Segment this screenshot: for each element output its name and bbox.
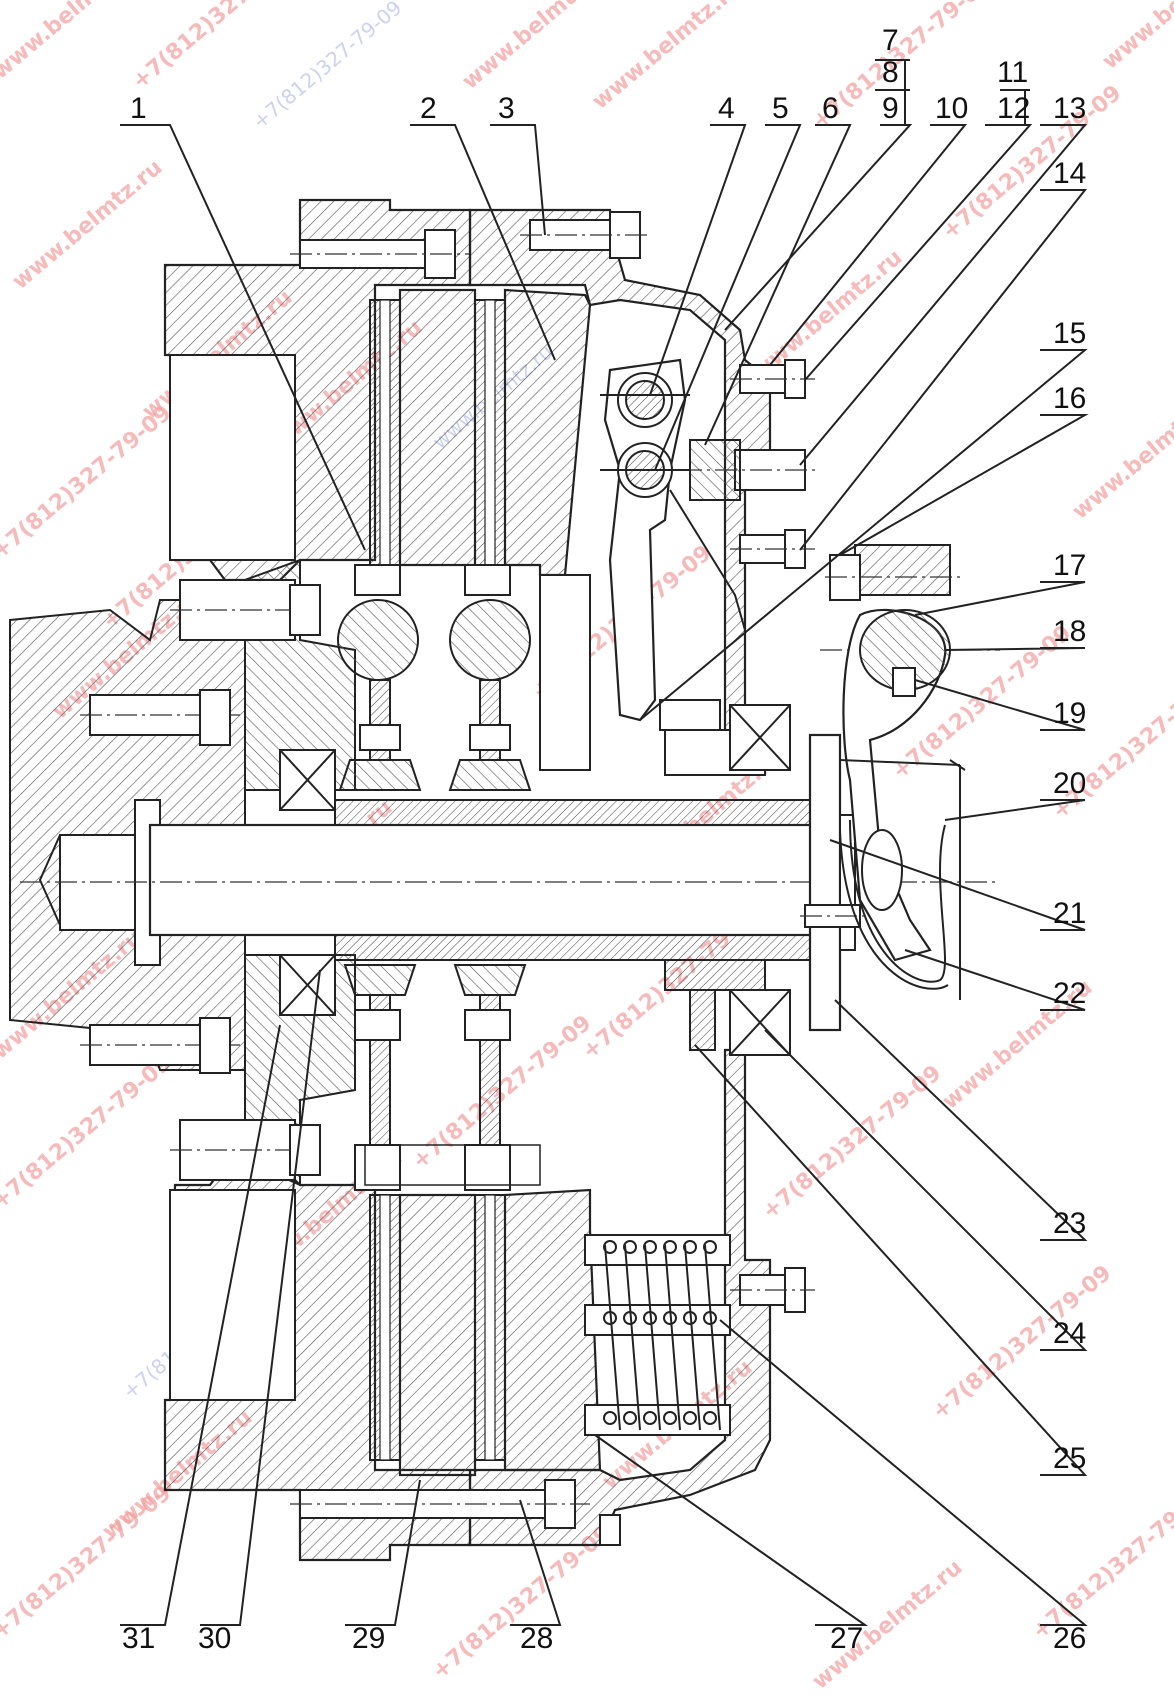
label-15: 15 (1053, 317, 1086, 350)
collar-bolt (800, 904, 870, 928)
leader-lines (120, 59, 1089, 1626)
label-10: 10 (935, 92, 968, 125)
watermark-phone: +7(812)327-79-09 (928, 1261, 1117, 1425)
label-1: 1 (130, 92, 147, 125)
bolt-upper-left (170, 579, 321, 641)
label-24: 24 (1053, 1317, 1086, 1350)
label-29: 29 (352, 1622, 385, 1655)
pilot-bearing-upper (279, 749, 336, 811)
damper-spring-1-lower (343, 964, 417, 1191)
label-9: 9 (882, 92, 899, 125)
label-17: 17 (1053, 549, 1086, 582)
label-7: 7 (882, 24, 899, 57)
pressure-springs (584, 1234, 731, 1436)
label-30: 30 (198, 1622, 231, 1655)
pressure-plate-middle-lower (398, 1193, 477, 1477)
label-28: 28 (520, 1622, 553, 1655)
cover-bolt-right-3 (730, 1267, 815, 1313)
friction-disc-2-upper (474, 299, 506, 566)
cover-bolt-top (290, 211, 650, 279)
friction-disc-2-lower (474, 1194, 506, 1461)
friction-disc-1-lower (369, 1194, 401, 1461)
pressure-plate-lower (503, 1188, 602, 1472)
pressure-plate-middle-upper (398, 288, 477, 567)
label-4: 4 (718, 92, 735, 125)
label-18: 18 (1053, 615, 1086, 648)
label-12: 12 (997, 92, 1030, 125)
input-shaft (148, 823, 817, 937)
watermark-phone: +7(812)327-79-09 (758, 1061, 947, 1225)
label-5: 5 (772, 92, 789, 125)
damper-spring-2-upper (448, 564, 532, 791)
label-20: 20 (1053, 767, 1086, 800)
label-27: 27 (830, 1622, 863, 1655)
label-25: 25 (1053, 1442, 1086, 1475)
label-26: 26 (1053, 1622, 1086, 1655)
shaft-sleeve-lower (334, 934, 816, 961)
label-23: 23 (1053, 1207, 1086, 1240)
pilot-bearing-lower (279, 954, 336, 1016)
cover-bolt-right-2 (730, 529, 815, 569)
cover-bolt-bottom (290, 1479, 621, 1546)
label-13: 13 (1053, 92, 1086, 125)
label-22: 22 (1053, 977, 1086, 1010)
release-collar (808, 733, 842, 1032)
shaft-sleeve-upper (334, 799, 816, 826)
watermark-phone: +7(812)327-79-09 (0, 1481, 176, 1645)
label-21: 21 (1053, 897, 1086, 930)
watermark-url: www.belmtz.ru (458, 0, 618, 95)
bolt-lower-left (170, 1119, 321, 1181)
watermark-phone: +7(812)327-79-09 (248, 0, 407, 134)
fork-edge (839, 759, 961, 766)
damper-spring-2-lower (453, 964, 527, 1191)
label-6: 6 (822, 92, 839, 125)
friction-disc-1-upper (369, 299, 401, 566)
label-8: 8 (882, 56, 899, 89)
bolt-mid-left-lower (80, 1017, 240, 1074)
label-31: 31 (122, 1622, 155, 1655)
part-labels: 1 2 3 4 5 6 7 8 9 10 11 12 13 14 15 16 1… (122, 24, 1086, 1655)
watermark-url: www.belmtz.ru (8, 155, 168, 295)
label-11: 11 (997, 56, 1028, 89)
watermark-phone: +7(812)327-79-09 (1028, 1481, 1174, 1645)
watermark-phone: +7(812)327-79-09 (0, 401, 176, 565)
release-fork (825, 544, 960, 962)
label-16: 16 (1053, 382, 1086, 415)
label-2: 2 (420, 92, 437, 125)
release-bearing (664, 704, 791, 1056)
cover-bolt-right-1 (730, 359, 815, 399)
bolt-mid-left (80, 689, 240, 746)
label-14: 14 (1053, 157, 1086, 190)
label-19: 19 (1053, 697, 1086, 730)
pressure-plate-upper (503, 288, 592, 577)
watermark-url: www.belmtz.ru (0, 0, 147, 85)
damper-spring-1-upper (337, 564, 422, 791)
watermark-phone: +7(812)327-79-09 (0, 1051, 176, 1215)
label-3: 3 (498, 92, 515, 125)
watermark-url: www.belmtz.ru (1098, 0, 1174, 75)
adjusting-bolt (680, 439, 815, 501)
